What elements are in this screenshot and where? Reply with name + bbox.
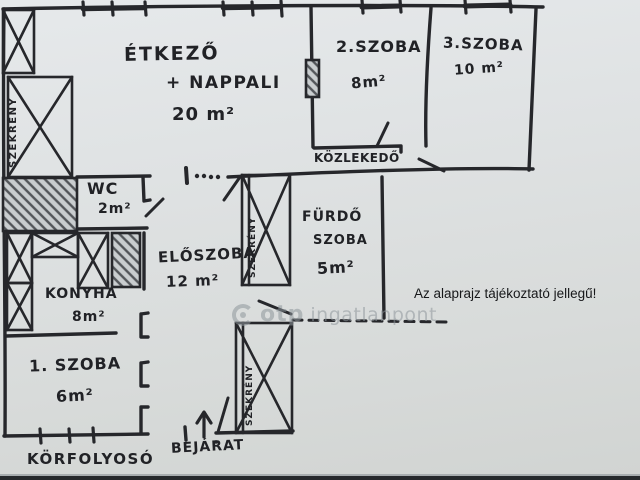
area-label-eloszoba: 12 m² xyxy=(165,271,220,291)
hatched-area-wall xyxy=(304,58,321,99)
wall-wc-right xyxy=(141,175,152,203)
door-leaf-szoba3 xyxy=(417,157,446,173)
wall-right xyxy=(527,7,538,172)
area-label-wc: 2m² xyxy=(98,201,132,217)
watermark-suffix: ingatlanpont xyxy=(310,303,438,326)
window-marks xyxy=(38,0,513,445)
wall-wc-top xyxy=(75,174,152,179)
wall-szoba1-right-c xyxy=(139,405,150,435)
window-bar-4 xyxy=(462,2,513,9)
wall-corridor-top xyxy=(312,144,403,154)
konyha-cabinet-mid xyxy=(76,231,110,290)
door-leaf-wc xyxy=(144,197,165,218)
wall-wc-bottom xyxy=(75,226,149,231)
konyha-cabinet-left-upper xyxy=(5,231,34,285)
room-label-furdo: FÜRDŐ xyxy=(302,209,363,225)
closet-label-lower: SZEKRÉNY xyxy=(245,364,255,426)
entrance-arrow xyxy=(195,410,218,444)
door-leaves xyxy=(144,121,446,434)
konyha-counter xyxy=(30,231,80,259)
window-bar-2 xyxy=(220,4,284,11)
konyha-cabinet-left-lower xyxy=(5,281,34,332)
passage-dot xyxy=(215,174,221,180)
closet-label-middle: SZEKRÉNY xyxy=(248,216,258,278)
room-label-kozlekedo: KÖZLEKEDŐ xyxy=(314,151,400,165)
otp-logo-icon xyxy=(232,303,254,326)
watermark: otp ingatlanpont xyxy=(232,302,437,327)
door-leaf-eloszoba xyxy=(222,175,242,202)
passage-dot xyxy=(208,174,214,180)
closet-lower xyxy=(234,321,294,435)
disclaimer-text: Az alaprajz tájékoztató jellegű! xyxy=(414,286,597,301)
door-leaf-bejarat xyxy=(216,396,230,434)
room-label-konyha: KONYHA xyxy=(45,286,118,302)
photo-edge xyxy=(0,476,640,480)
door-leaf-furdo xyxy=(257,299,293,316)
wall-konyha-szoba1 xyxy=(4,331,118,338)
photo-edge-shadow xyxy=(0,474,640,476)
wall-bottom-szoba1 xyxy=(2,432,150,438)
hatched-area-konyha xyxy=(110,231,142,289)
furniture xyxy=(1,8,294,435)
room-label-wc: WC xyxy=(87,179,119,198)
passage-tick xyxy=(184,166,189,185)
wall-szoba1-right-a xyxy=(139,311,150,339)
door-leaf-szoba2 xyxy=(375,121,390,148)
area-label-furdo: 5m² xyxy=(316,257,356,278)
cabinet-top-left xyxy=(1,8,36,75)
hatched-area-left xyxy=(1,176,79,233)
area-label-konyha: 8m² xyxy=(72,309,106,325)
passage-dot xyxy=(194,173,200,179)
closet-middle xyxy=(240,173,292,287)
wall-szoba2-szoba3 xyxy=(424,6,433,148)
window-bar-1 xyxy=(80,5,148,12)
room-label-etkezo-2: + NAPPALI xyxy=(166,73,281,93)
wall-dashed-furdo-bottom xyxy=(291,318,451,324)
window-ticks-korfolyoso xyxy=(38,426,96,445)
wall-szoba1-right-b xyxy=(139,360,150,388)
entrance-arrow-dot xyxy=(214,440,218,444)
wall-furdo-right xyxy=(380,175,386,320)
room-label-korfolyoso: KÖRFOLYOSÓ xyxy=(27,450,155,468)
room-label-bejarat: BEJÁRAT xyxy=(170,437,245,457)
room-label-szoba3: 3.SZOBA xyxy=(442,33,524,55)
room-label-szoba2: 2.SZOBA xyxy=(336,37,422,56)
closet-label-left: SZEKRÉNY xyxy=(8,96,19,168)
room-label-etkezo: ÉTKEZŐ xyxy=(123,42,220,66)
entrance-arrow-head xyxy=(195,410,213,425)
area-label-etkezo: 20 m² xyxy=(172,104,235,125)
watermark-brand: otp xyxy=(260,302,305,327)
passage-marks xyxy=(184,166,221,185)
window-bar-3 xyxy=(359,3,403,10)
closet-left xyxy=(6,75,74,179)
entrance-jamb xyxy=(183,425,188,442)
room-label-szoba1: 1. SZOBA xyxy=(28,353,122,376)
area-label-szoba1: 6m² xyxy=(55,385,95,406)
area-label-szoba3: 10 m² xyxy=(453,59,505,79)
passage-dot xyxy=(201,173,207,179)
room-label-furdo-2: SZOBA xyxy=(313,233,368,248)
area-label-szoba2: 8m² xyxy=(350,71,388,93)
